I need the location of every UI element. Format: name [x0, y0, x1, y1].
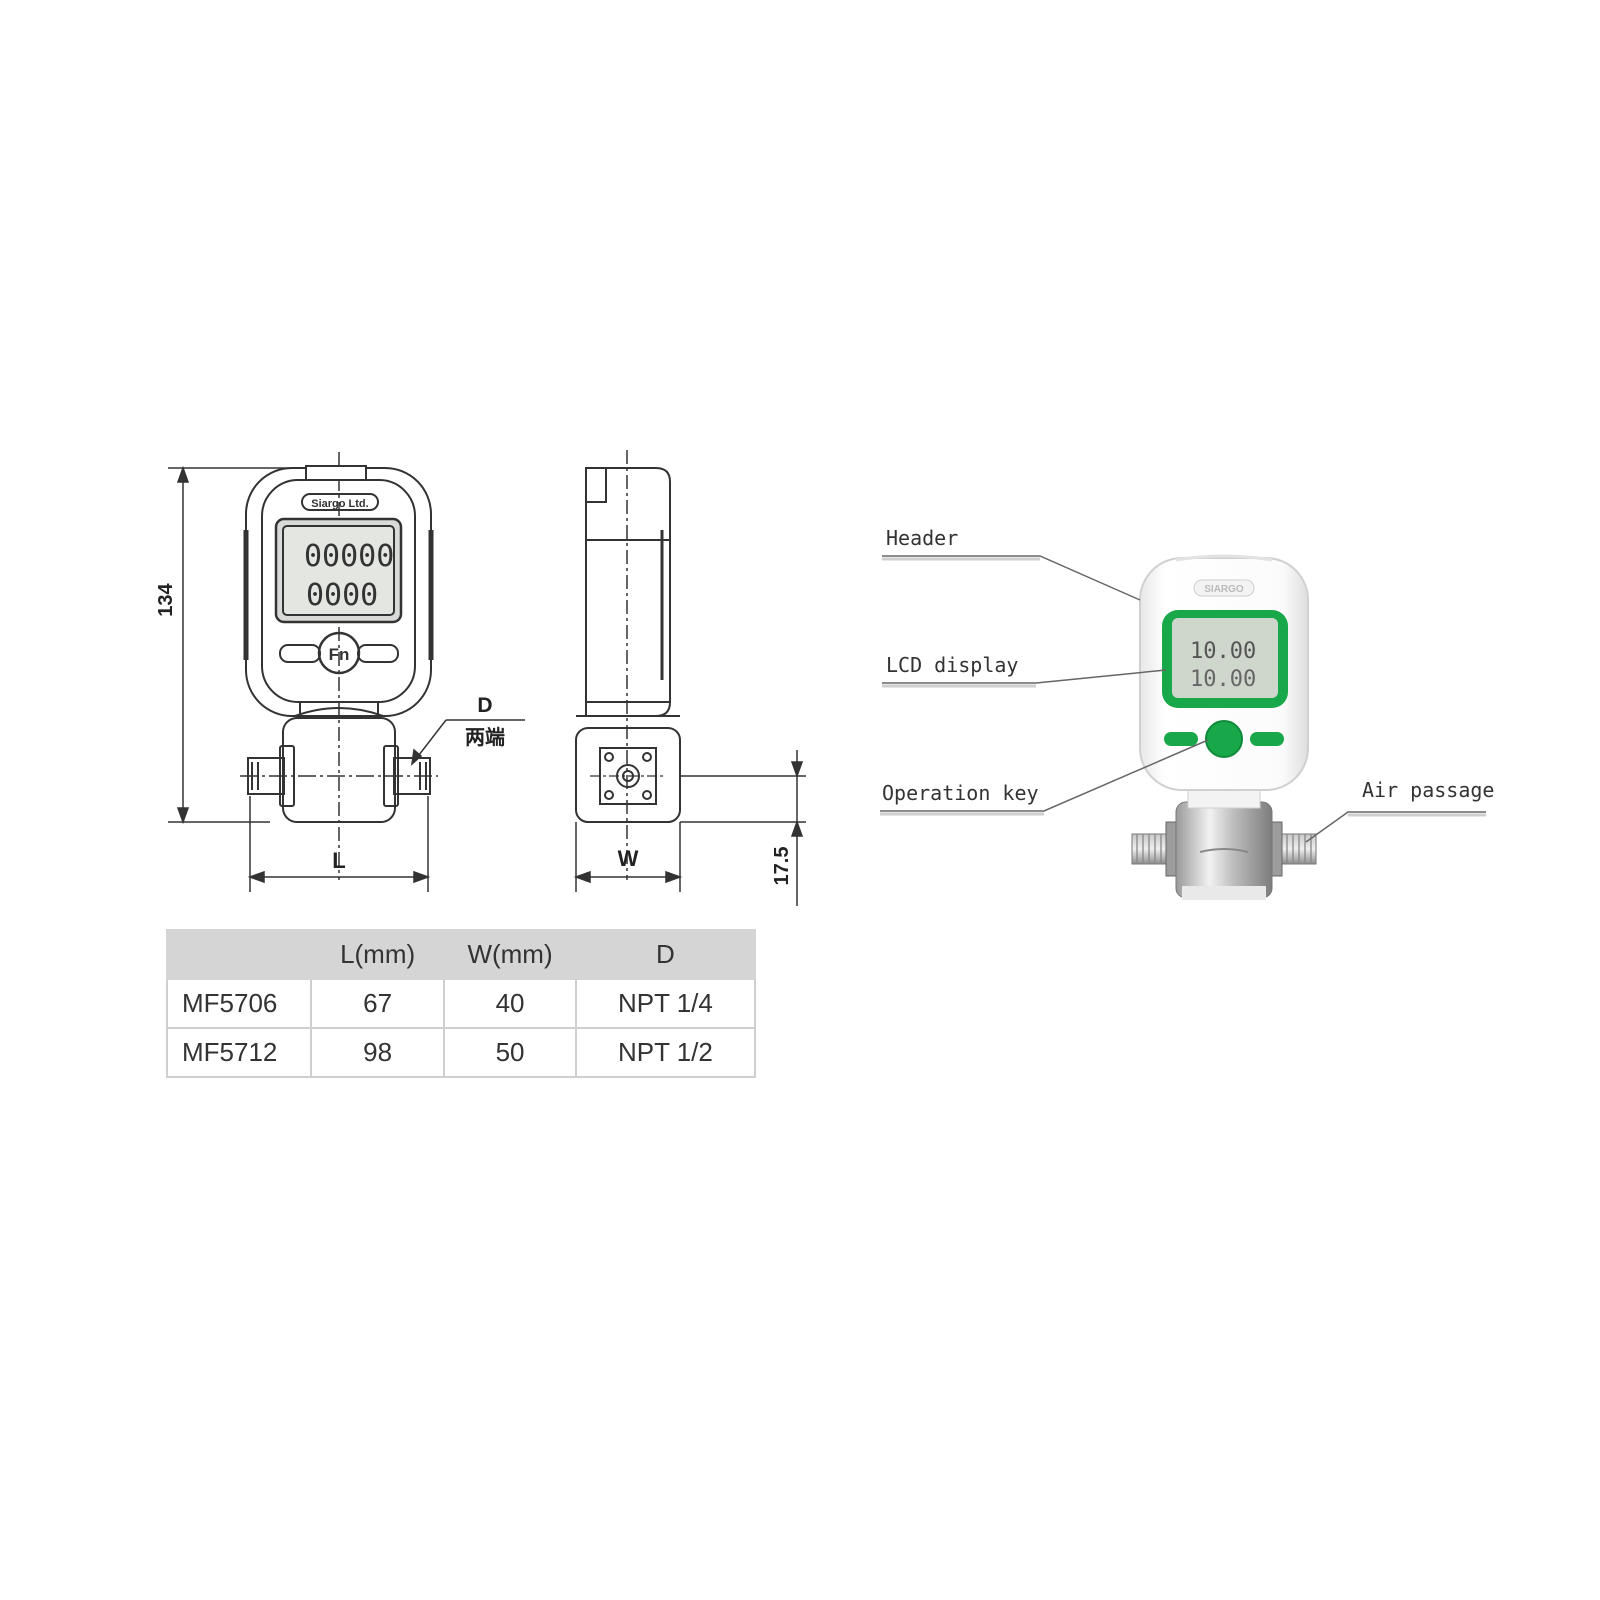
lcd-display-callout-label: LCD display — [886, 653, 1018, 677]
base-height-dimension-label: 17.5 — [771, 847, 793, 886]
fn-key-label: Fn — [329, 645, 350, 664]
model-cell: MF5712 — [166, 1027, 312, 1078]
callout-shadows — [880, 557, 1486, 817]
height-dimension-lines — [168, 465, 300, 825]
callout-lines — [880, 555, 1486, 843]
product-photo: SIARGO 10.00 10.00 — [1131, 554, 1317, 900]
connector-note: 两端 — [465, 725, 505, 749]
svg-text:10.00: 10.00 — [1190, 639, 1256, 664]
base-height-dimension-lines — [680, 750, 806, 906]
lcd-top-value: 00000 — [304, 539, 394, 574]
height-dimension-label: 134 — [155, 582, 177, 616]
table-row: MF5706 67 40 NPT 1/4 — [166, 978, 757, 1029]
connector-cell: NPT 1/4 — [574, 978, 757, 1029]
length-dimension-lines — [247, 796, 431, 892]
side-view-drawing — [575, 450, 681, 880]
length-cell: 98 — [309, 1027, 446, 1078]
lcd-bottom-value: 0000 — [306, 578, 378, 613]
connector-leader — [410, 719, 525, 766]
svg-text:SIARGO: SIARGO — [1204, 584, 1244, 595]
spec-header-connector: D — [574, 929, 757, 980]
svg-text:10.00: 10.00 — [1190, 667, 1256, 692]
table-row: MF5712 98 50 NPT 1/2 — [166, 1027, 757, 1078]
connector-cell: NPT 1/2 — [574, 1027, 757, 1078]
length-cell: 67 — [309, 978, 446, 1029]
width-dimension-lines — [573, 822, 683, 892]
model-cell: MF5706 — [166, 978, 312, 1029]
spec-header-model — [166, 929, 312, 980]
width-cell: 40 — [443, 978, 577, 1029]
spec-header-width: W(mm) — [443, 929, 577, 980]
spec-table: L(mm) W(mm) D MF5706 67 40 NPT 1/4 MF571… — [166, 929, 757, 1078]
device-brand-text: Siargo Ltd. — [311, 498, 368, 510]
spec-header-length: L(mm) — [309, 929, 446, 980]
connector-label: D — [477, 694, 492, 717]
air-passage-callout-label: Air passage — [1362, 778, 1494, 802]
length-dimension-label: L — [332, 848, 345, 873]
header-callout-label: Header — [886, 526, 958, 550]
spec-table-header-row: L(mm) W(mm) D — [166, 929, 757, 980]
width-cell: 50 — [443, 1027, 577, 1078]
front-view-drawing — [240, 452, 438, 880]
operation-key-callout-label: Operation key — [882, 781, 1039, 805]
width-dimension-label: W — [618, 846, 639, 871]
